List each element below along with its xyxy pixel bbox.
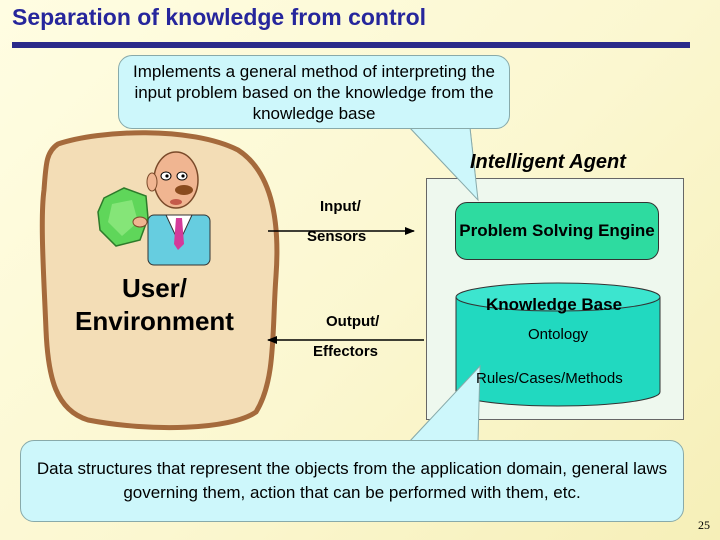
output-label: Output/ [326,313,380,330]
problem-solving-engine: Problem Solving Engine [455,202,659,260]
user-environment-label: User/ Environment [52,272,257,338]
input-label: Input/ [320,198,361,215]
knowledge-base-label: Knowledge Base [486,295,623,314]
intelligent-agent-label: Intelligent Agent [470,151,626,173]
effectors-label: Effectors [313,343,379,360]
callout-control: Implements a general method of interpret… [118,55,510,129]
title-underline [12,42,690,48]
sensors-label: Sensors [307,228,367,245]
ontology-label: Ontology [528,326,589,343]
rules-cases-methods-label: Rules/Cases/Methods [476,370,623,387]
page-title: Separation of knowledge from control [12,4,427,30]
page-number: 25 [698,518,710,532]
environment-label: Environment [75,306,234,336]
user-label: User/ [121,273,188,303]
person-clipart [97,151,211,266]
callout-knowledge: Data structures that represent the objec… [20,440,684,522]
